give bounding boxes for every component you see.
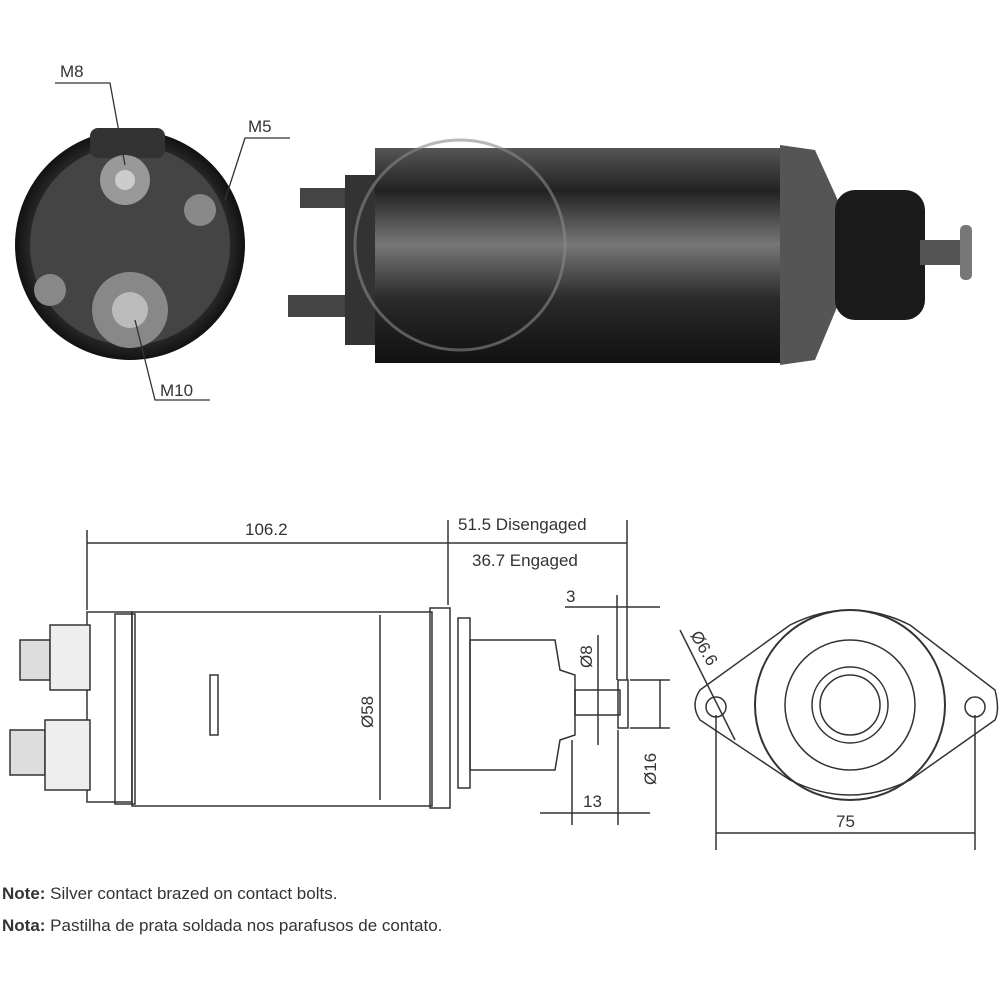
body-diameter-dimension: Ø58 [358, 696, 377, 728]
m8-label: M8 [60, 62, 84, 81]
solenoid-end-photo [15, 128, 245, 360]
m5-label: M5 [248, 117, 272, 136]
plunger-diameter-dimension: Ø8 [577, 645, 596, 668]
plunger-length-dimension: 13 [583, 792, 602, 811]
hole-spacing-dimension: 75 [836, 812, 855, 831]
gap-dimension: 3 [566, 587, 575, 606]
note-prefix: Note: [2, 884, 46, 903]
side-view-drawing [9, 520, 670, 825]
note-text: Silver contact brazed on contact bolts. [45, 884, 338, 903]
disengaged-dimension: 51.5 Disengaged [458, 515, 587, 534]
note-text: Pastilha de prata soldada nos parafusos … [45, 916, 443, 935]
engaged-dimension: 36.7 Engaged [472, 551, 578, 570]
length-dimension: 106.2 [245, 520, 288, 539]
head-diameter-dimension: Ø16 [641, 753, 660, 785]
note-english: Note: Silver contact brazed on contact b… [2, 884, 337, 904]
note-prefix: Nota: [2, 916, 46, 935]
m10-label: M10 [160, 381, 193, 400]
hole-diameter-dimension: Ø6.6 [687, 628, 722, 669]
solenoid-side-photo [288, 138, 972, 365]
note-portuguese: Nota: Pastilha de prata soldada nos para… [2, 916, 442, 936]
flange-view-drawing [679, 609, 999, 850]
